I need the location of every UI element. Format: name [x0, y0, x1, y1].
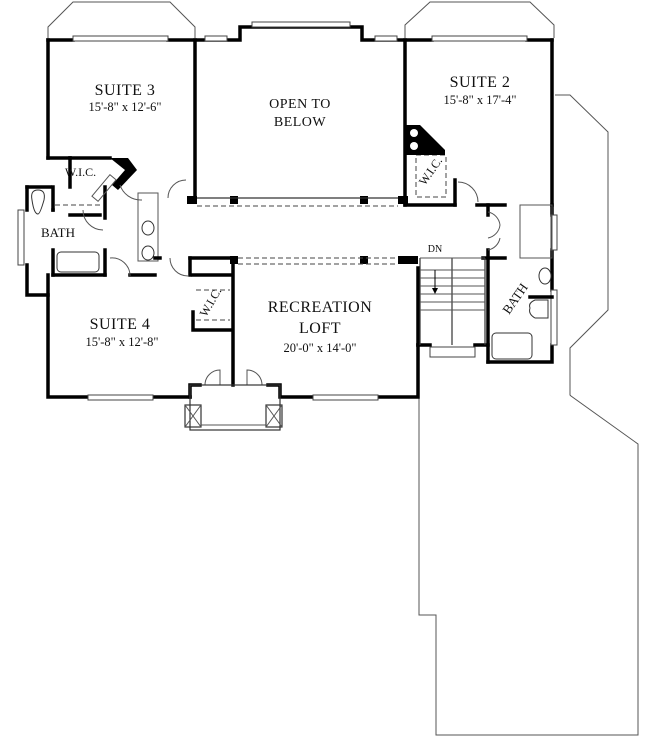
room-dim-suite4: 15'-8" x 12'-8" — [85, 335, 159, 349]
door-swings — [82, 179, 501, 386]
room-name-suite2: SUITE 2 — [449, 74, 511, 91]
room-dim-suite2: 15'-8" x 17'-4" — [443, 93, 517, 107]
hall-walls — [31, 125, 554, 387]
room-name-suite4: SUITE 4 — [89, 316, 151, 333]
staircase — [419, 257, 486, 345]
label-bath-left: BATH — [41, 225, 75, 240]
room-name-open-line1: OPEN TO — [269, 97, 331, 112]
room-dim-loft: 20'-0" x 14'-0" — [283, 341, 357, 355]
room-dim-suite3: 15'-8" x 12'-6" — [88, 100, 162, 114]
room-name-suite3: SUITE 3 — [94, 82, 156, 99]
label-stairs-down: DN — [427, 244, 443, 255]
label-wic-suite3: W.I.C. — [64, 165, 97, 179]
room-name-loft-line2: LOFT — [299, 320, 341, 337]
front-bay — [184, 384, 283, 431]
windows — [17, 21, 558, 401]
bay-outlines — [47, 1, 639, 736]
room-name-open-line2: BELOW — [273, 115, 327, 130]
room-name-loft-line1: RECREATION — [267, 299, 373, 316]
